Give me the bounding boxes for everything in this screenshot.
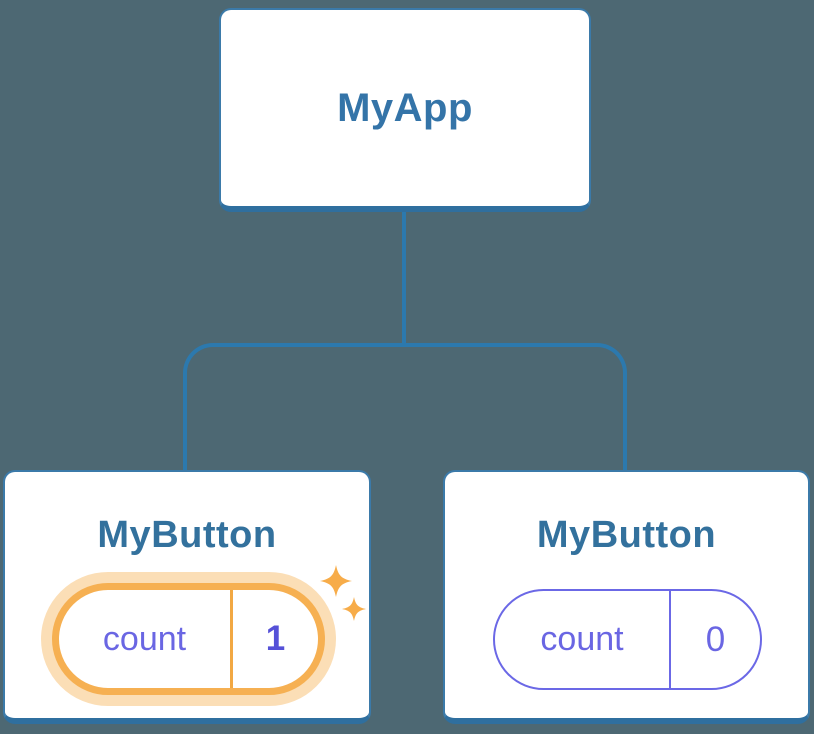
child-component-card-right: MyButton count 0	[443, 470, 810, 724]
child-component-title: MyButton	[536, 514, 717, 556]
child-component-card-left: MyButton count 1	[3, 470, 371, 724]
state-pill-highlighted: count 1	[52, 583, 325, 695]
state-pill-divider	[230, 590, 233, 688]
root-component-card: MyApp	[219, 8, 591, 212]
state-pill: count 0	[493, 589, 762, 690]
state-label: count	[102, 619, 187, 658]
connector-bracket	[183, 343, 627, 470]
state-pill-divider	[669, 591, 671, 688]
sparkle-icon	[320, 565, 352, 597]
child-component-title: MyButton	[97, 514, 277, 556]
sparkle-icon	[342, 597, 366, 621]
root-component-title: MyApp	[337, 85, 473, 130]
state-label: count	[540, 620, 624, 658]
state-value: 0	[705, 619, 726, 659]
connector-stem	[402, 212, 406, 345]
state-value: 1	[265, 619, 286, 658]
